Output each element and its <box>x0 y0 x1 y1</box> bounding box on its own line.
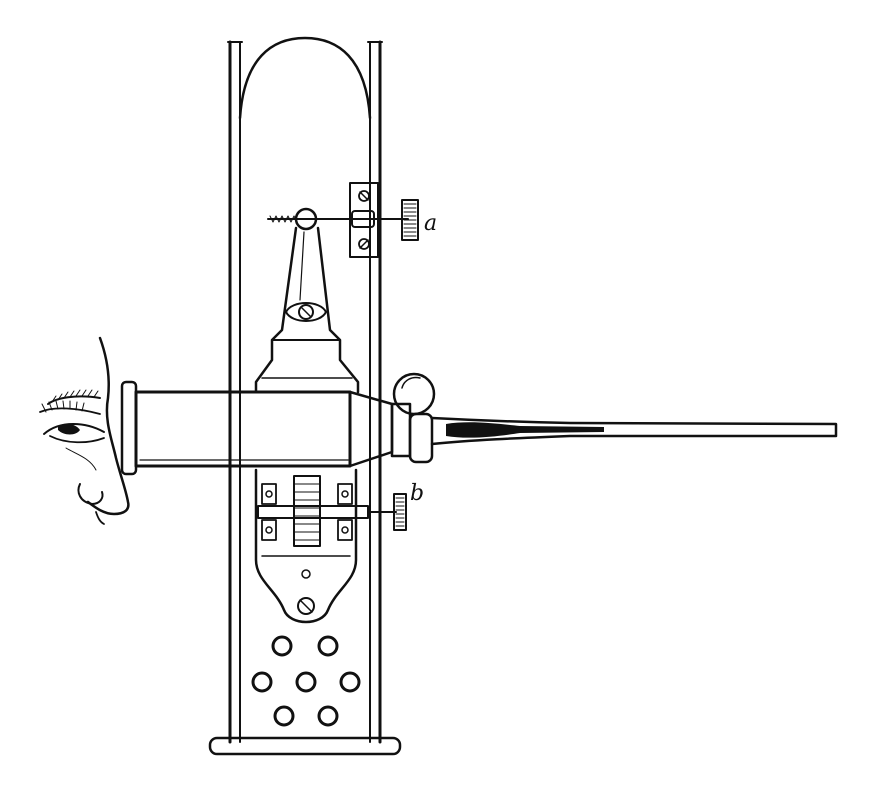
stand-holes <box>251 635 361 727</box>
lower-rack-mechanism: b <box>254 468 424 624</box>
label-a: a <box>424 211 437 236</box>
upper-adjustment-screw: a <box>267 182 437 258</box>
face-profile <box>39 336 130 525</box>
stand-frame <box>208 36 402 756</box>
barrel-tube <box>120 372 838 476</box>
label-b: b <box>410 481 424 506</box>
hanger-arm <box>254 226 360 394</box>
